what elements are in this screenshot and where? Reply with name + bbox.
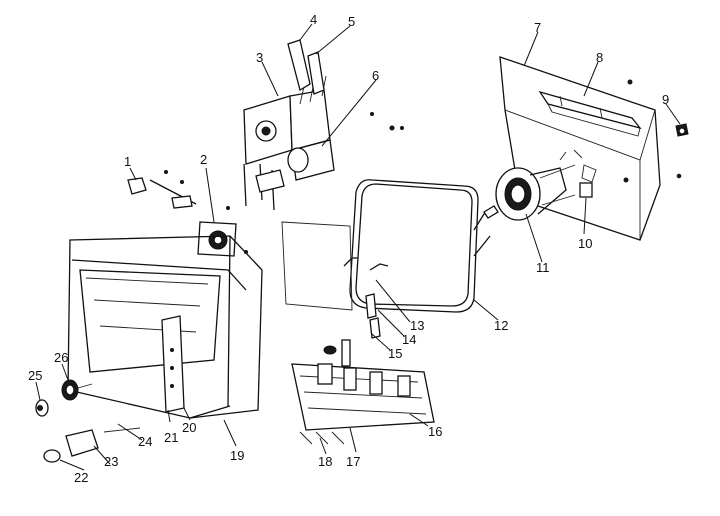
callout-3: 3: [256, 50, 263, 65]
callout-10: 10: [578, 236, 592, 251]
deflection-yoke: [495, 149, 583, 221]
bracket-clip: [579, 164, 629, 198]
mounting-bracket: [127, 170, 197, 209]
callout-19: 19: [230, 448, 244, 463]
callout-23: 23: [104, 454, 118, 469]
picture-tube: [349, 179, 499, 313]
callout-14: 14: [402, 332, 416, 347]
callout-13: 13: [410, 318, 424, 333]
callout-26: 26: [54, 350, 68, 365]
tube-fasteners: [343, 257, 389, 339]
cabinet: [67, 235, 263, 419]
callout-11: 11: [536, 260, 550, 275]
callout-1: 1: [124, 154, 131, 169]
speaker: [197, 206, 248, 257]
callout-15: 15: [388, 346, 402, 361]
callout-16: 16: [428, 424, 442, 439]
cabinet-shell: [281, 221, 353, 311]
callout-7: 7: [534, 20, 541, 35]
callout-24: 24: [138, 434, 152, 449]
callout-21: 21: [164, 430, 178, 445]
callout-labels: 1 2 3 4 5 6 7 8 9 10 11 12 13 14 15 16 1…: [28, 12, 669, 485]
back-cover: [499, 56, 682, 241]
callout-20: 20: [182, 420, 196, 435]
handle-bracket: [538, 90, 642, 137]
control-knobs: [35, 379, 141, 463]
callout-4: 4: [310, 12, 317, 27]
callout-5: 5: [348, 14, 355, 29]
callout-2: 2: [200, 152, 207, 167]
callout-8: 8: [596, 50, 603, 65]
callout-6: 6: [372, 68, 379, 83]
callout-18: 18: [318, 454, 332, 469]
callout-12: 12: [494, 318, 508, 333]
callout-17: 17: [346, 454, 360, 469]
main-chassis: [291, 339, 435, 445]
callout-25: 25: [28, 368, 42, 383]
callout-9: 9: [662, 92, 669, 107]
tuner-assembly: [243, 39, 404, 211]
rear-screw: [675, 123, 689, 137]
callout-22: 22: [74, 470, 88, 485]
leader-lines: [35, 23, 681, 471]
